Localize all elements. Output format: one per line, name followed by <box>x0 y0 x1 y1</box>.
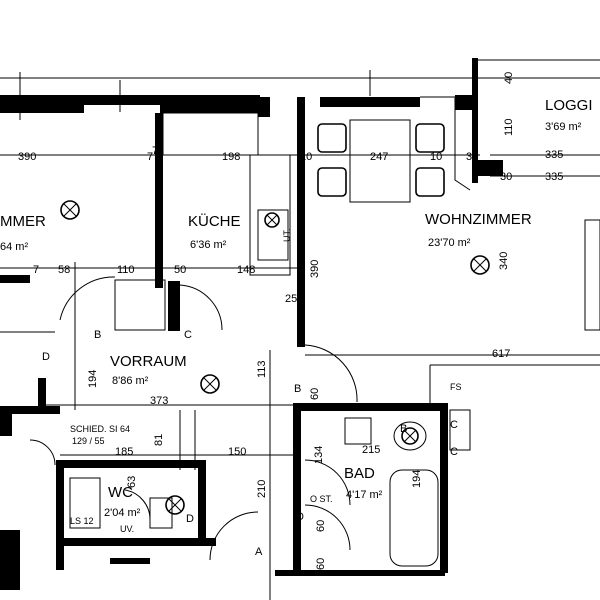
note-ut: UT. <box>282 229 292 243</box>
dim-30: 30 <box>500 171 512 183</box>
light-icon <box>60 200 80 220</box>
dim-7: 7 <box>152 145 158 157</box>
dim-390: 390 <box>18 151 36 163</box>
dim-150: 150 <box>228 446 246 458</box>
dim-134: 134 <box>313 446 325 464</box>
dim-247: 247 <box>370 151 388 163</box>
marker-c: C <box>450 419 458 431</box>
bath-area: 4'17 m² <box>346 489 383 501</box>
light-icon <box>470 255 490 275</box>
dim-194: 194 <box>411 470 423 488</box>
dim-617: 617 <box>492 348 510 360</box>
note-fs: FS <box>450 382 462 392</box>
light-icon <box>264 212 280 228</box>
dim-390: 390 <box>309 260 321 278</box>
dim-50: 50 <box>174 264 186 276</box>
left-room-name: MMER <box>0 213 46 230</box>
dim-198: 198 <box>222 151 240 163</box>
room-labels: MMER 64 m² KÜCHE 6'36 m² WOHNZIMMER 23'7… <box>0 97 593 519</box>
marker-c: C <box>184 329 192 341</box>
dim-210: 210 <box>256 480 268 498</box>
loggia-name: LOGGI <box>545 97 593 114</box>
note-schied: SCHIED. SI 64 <box>70 424 130 434</box>
dim-63: 63 <box>126 476 138 488</box>
dim-10: 10 <box>430 151 442 163</box>
dim-194: 194 <box>87 370 99 388</box>
marker-b: B <box>294 383 301 395</box>
thin-lines <box>0 59 600 600</box>
dim-58: 58 <box>58 264 70 276</box>
dim-60: 60 <box>309 388 321 400</box>
walls <box>0 58 503 590</box>
doors <box>29 276 358 561</box>
dim-40: 40 <box>503 72 515 84</box>
light-icon <box>401 427 419 445</box>
marker-b: B <box>94 329 101 341</box>
hall-name: VORRAUM <box>110 353 187 370</box>
note-ost: O ST. <box>310 494 333 504</box>
dim-110: 110 <box>503 118 515 136</box>
marker-d: D <box>42 351 50 363</box>
dim-340: 340 <box>498 252 510 270</box>
dim-30: 30 <box>466 151 478 163</box>
dimension-labels: 390 7 198 10 247 10 30 335 335 30 7 58 1… <box>18 72 563 570</box>
kitchen-name: KÜCHE <box>188 212 241 230</box>
dim-335: 335 <box>545 171 563 183</box>
left-room-area: 64 m² <box>0 241 28 253</box>
bath-name: BAD <box>344 465 375 482</box>
loggia-area: 3'69 m² <box>545 121 582 133</box>
dim-60: 60 <box>315 558 327 570</box>
wc-name: WC <box>108 484 133 501</box>
marker-d: D <box>186 513 194 525</box>
note-schied-2: 129 / 55 <box>72 436 105 446</box>
marker-b: B <box>400 423 407 435</box>
living-room-name: WOHNZIMMER <box>425 211 532 228</box>
dim-60: 60 <box>315 520 327 532</box>
marker-d: D <box>296 511 304 523</box>
ceiling-lights <box>60 200 490 515</box>
kitchen-area: 6'36 m² <box>190 239 227 251</box>
dim-185: 185 <box>115 446 133 458</box>
dim-373: 373 <box>150 395 168 407</box>
dim-7: 7 <box>33 264 39 276</box>
hall-area: 8'86 m² <box>112 375 149 387</box>
markers: B C D B C D D A B C <box>42 329 458 558</box>
light-icon <box>200 374 220 394</box>
dim-81: 81 <box>153 434 165 446</box>
dim-25: 25 <box>285 293 297 305</box>
dim-113: 113 <box>256 360 268 378</box>
notes: SCHIED. SI 64 129 / 55 FS O ST. UV. LS 1… <box>70 229 462 535</box>
dim-215: 215 <box>362 444 380 456</box>
dim-10: 10 <box>300 151 312 163</box>
light-icon <box>165 495 185 515</box>
dim-7: 7 <box>147 151 153 163</box>
living-room-area: 23'70 m² <box>428 237 471 249</box>
note-uv: UV. <box>120 524 134 534</box>
dim-335: 335 <box>545 149 563 161</box>
note-ls: LS 12 <box>70 516 94 526</box>
wc-area: 2'04 m² <box>104 507 141 519</box>
dim-148: 148 <box>237 264 255 276</box>
marker-a: A <box>255 546 263 558</box>
dim-110: 110 <box>117 264 135 276</box>
marker-c: C <box>450 446 458 458</box>
